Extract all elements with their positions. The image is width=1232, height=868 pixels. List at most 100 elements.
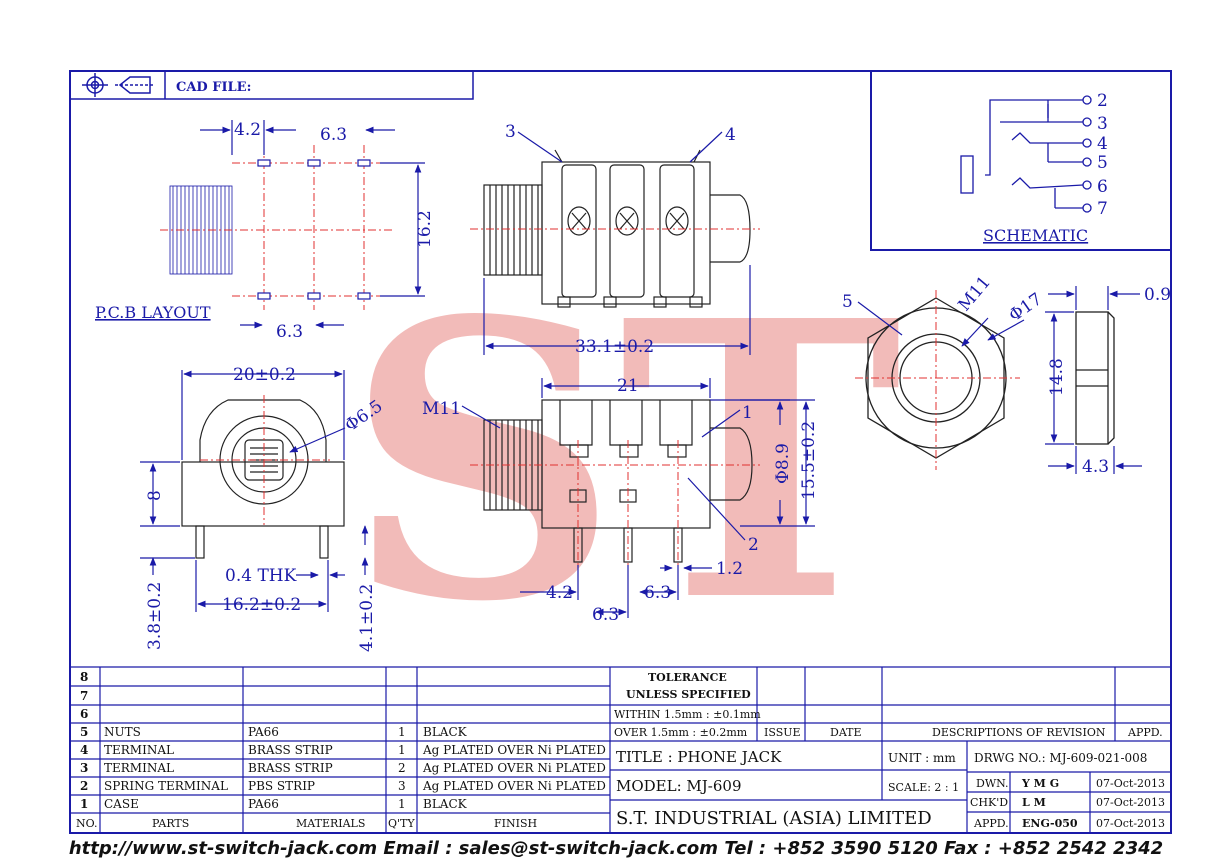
- tolerance-text: TOLERANCE UNLESS SPECIFIED WITHIN 1.5mm …: [614, 671, 1163, 739]
- svg-text:OVER 1.5mm : ±0.2mm: OVER 1.5mm : ±0.2mm: [614, 726, 748, 739]
- model-text: MODEL: MJ-609: [616, 777, 742, 795]
- drawing-frame: [69, 70, 1172, 834]
- dim-15-5: 15.5±0.2: [799, 421, 819, 500]
- svg-text:ISSUE: ISSUE: [764, 726, 801, 739]
- svg-text:DWN.: DWN.: [976, 777, 1009, 790]
- svg-text:L M: L M: [1022, 796, 1046, 809]
- company-text: S.T. INDUSTRIAL (ASIA) LIMITED: [616, 808, 932, 829]
- schematic-pin-3: 3: [1097, 114, 1108, 134]
- svg-text:PA66: PA66: [248, 797, 279, 811]
- dim-1-2: 1.2: [716, 559, 743, 579]
- dim-4-2b: 4.2: [546, 583, 573, 603]
- pcb-layout-view: 4.2 6.3 16.2 6.3 P.C.B LAYOUT: [95, 120, 435, 342]
- svg-text:BRASS STRIP: BRASS STRIP: [248, 761, 333, 775]
- schematic-pin-5: 5: [1097, 153, 1108, 173]
- svg-text:MATERIALS: MATERIALS: [296, 817, 365, 830]
- side-view-bottom: 21 M11 1 2 Φ8.9 15.5±0.2 4.2 6.3 1.2 6.3: [422, 376, 819, 625]
- dim-8: 8: [145, 490, 165, 501]
- svg-text:DATE: DATE: [830, 726, 862, 739]
- svg-text:8: 8: [80, 670, 88, 684]
- dim-6-3c: 6.3: [644, 583, 671, 603]
- svg-text:WITHIN 1.5mm : ±0.1mm: WITHIN 1.5mm : ±0.1mm: [614, 708, 761, 721]
- svg-text:ENG-050: ENG-050: [1022, 817, 1078, 830]
- callout-1: 1: [742, 403, 753, 423]
- callout-3: 3: [505, 122, 516, 142]
- svg-text:Ag PLATED OVER Ni PLATED: Ag PLATED OVER Ni PLATED: [422, 743, 606, 757]
- dim-4-2: 4.2: [234, 120, 261, 140]
- dim-0-4-thk: 0.4 THK: [225, 566, 297, 586]
- cad-file-label: CAD FILE:: [176, 80, 251, 95]
- schematic-pin-2: 2: [1097, 91, 1108, 111]
- schematic-pin-7: 7: [1097, 199, 1108, 219]
- svg-text:APPD.: APPD.: [973, 817, 1009, 830]
- svg-text:PA66: PA66: [248, 725, 279, 739]
- dim-14-8: 14.8: [1047, 358, 1067, 396]
- dim-m11b: M11: [955, 272, 995, 315]
- svg-text:6: 6: [80, 707, 88, 721]
- projection-symbol-icon: [82, 73, 155, 97]
- dim-33-1: 33.1±0.2: [575, 337, 654, 357]
- svg-text:2: 2: [80, 779, 88, 793]
- dim-6-3: 6.3: [320, 125, 347, 145]
- dim-16-2: 16.2: [415, 210, 435, 248]
- cad-header: CAD FILE:: [69, 70, 474, 100]
- svg-text:CASE: CASE: [104, 797, 139, 811]
- callout-4: 4: [725, 125, 736, 145]
- svg-text:PARTS: PARTS: [152, 817, 189, 830]
- pcb-layout-label: P.C.B LAYOUT: [95, 303, 211, 322]
- schematic-pin-6: 6: [1097, 177, 1108, 197]
- side-view-top: 33.1±0.2 3 4: [470, 122, 760, 357]
- svg-text:Q'TY: Q'TY: [388, 817, 415, 830]
- front-view: 20±0.2 Φ6.5 8 0.4 THK 3.8±0.2 16.2±0.2 4…: [140, 365, 386, 652]
- svg-text:CHK'D: CHK'D: [970, 796, 1008, 809]
- svg-text:TOLERANCE: TOLERANCE: [648, 671, 727, 684]
- svg-text:NO.: NO.: [76, 817, 98, 830]
- svg-text:3: 3: [80, 761, 88, 775]
- svg-text:TERMINAL: TERMINAL: [104, 743, 174, 757]
- dim-0-9: 0.9: [1144, 285, 1171, 305]
- svg-text:PBS STRIP: PBS STRIP: [248, 779, 315, 793]
- dim-6-3b: 6.3: [276, 322, 303, 342]
- dim-m11: M11: [422, 399, 461, 419]
- dim-16-2b: 16.2±0.2: [222, 595, 301, 615]
- svg-text:BLACK: BLACK: [423, 797, 468, 811]
- callout-5: 5: [842, 292, 853, 312]
- svg-text:1: 1: [80, 797, 88, 811]
- dim-20: 20±0.2: [233, 365, 296, 385]
- svg-text:2: 2: [398, 761, 406, 775]
- dim-4-1: 4.1±0.2: [357, 584, 377, 652]
- title-block-text: TITLE : PHONE JACK MODEL: MJ-609 S.T. IN…: [616, 748, 1165, 830]
- title-text: TITLE : PHONE JACK: [616, 748, 782, 766]
- dim-6-3d: 6.3: [592, 605, 619, 625]
- svg-text:BLACK: BLACK: [423, 725, 468, 739]
- svg-text:NUTS: NUTS: [104, 725, 141, 739]
- bom-text: 8 7 6 5 NUTS PA66 1 BLACK 4 TERMINAL BRA…: [76, 670, 606, 830]
- schematic-box: 2 3 4 5 6 7 SCHEMATIC: [870, 70, 1172, 251]
- dim-phi-8-9: Φ8.9: [773, 443, 793, 484]
- svg-text:BRASS STRIP: BRASS STRIP: [248, 743, 333, 757]
- callout-2: 2: [748, 535, 759, 555]
- svg-text:UNIT : mm: UNIT : mm: [888, 751, 956, 765]
- svg-text:07-Oct-2013: 07-Oct-2013: [1096, 817, 1165, 830]
- svg-text:SCALE: 2 : 1: SCALE: 2 : 1: [888, 781, 959, 794]
- title-block: [70, 666, 1171, 833]
- dim-4-3: 4.3: [1082, 457, 1109, 477]
- svg-text:SPRING TERMINAL: SPRING TERMINAL: [104, 779, 228, 793]
- svg-text:7: 7: [80, 689, 88, 703]
- svg-text:1: 1: [398, 725, 406, 739]
- svg-text:Ag PLATED OVER Ni PLATED: Ag PLATED OVER Ni PLATED: [422, 761, 606, 775]
- svg-text:4: 4: [80, 743, 88, 757]
- svg-text:Y M G: Y M G: [1021, 777, 1059, 790]
- svg-text:TERMINAL: TERMINAL: [104, 761, 174, 775]
- dim-21: 21: [617, 376, 639, 396]
- svg-text:5: 5: [80, 725, 88, 739]
- schematic-label: SCHEMATIC: [983, 226, 1088, 245]
- svg-text:3: 3: [398, 779, 406, 793]
- dim-3-8: 3.8±0.2: [145, 582, 165, 650]
- svg-text:07-Oct-2013: 07-Oct-2013: [1096, 796, 1165, 809]
- contact-footer: http://www.st-switch-jack.com Email : sa…: [68, 838, 1164, 859]
- svg-text:DESCRIPTIONS OF REVISION: DESCRIPTIONS OF REVISION: [932, 726, 1106, 739]
- schematic-pin-4: 4: [1097, 134, 1108, 154]
- svg-text:07-Oct-2013: 07-Oct-2013: [1096, 777, 1165, 790]
